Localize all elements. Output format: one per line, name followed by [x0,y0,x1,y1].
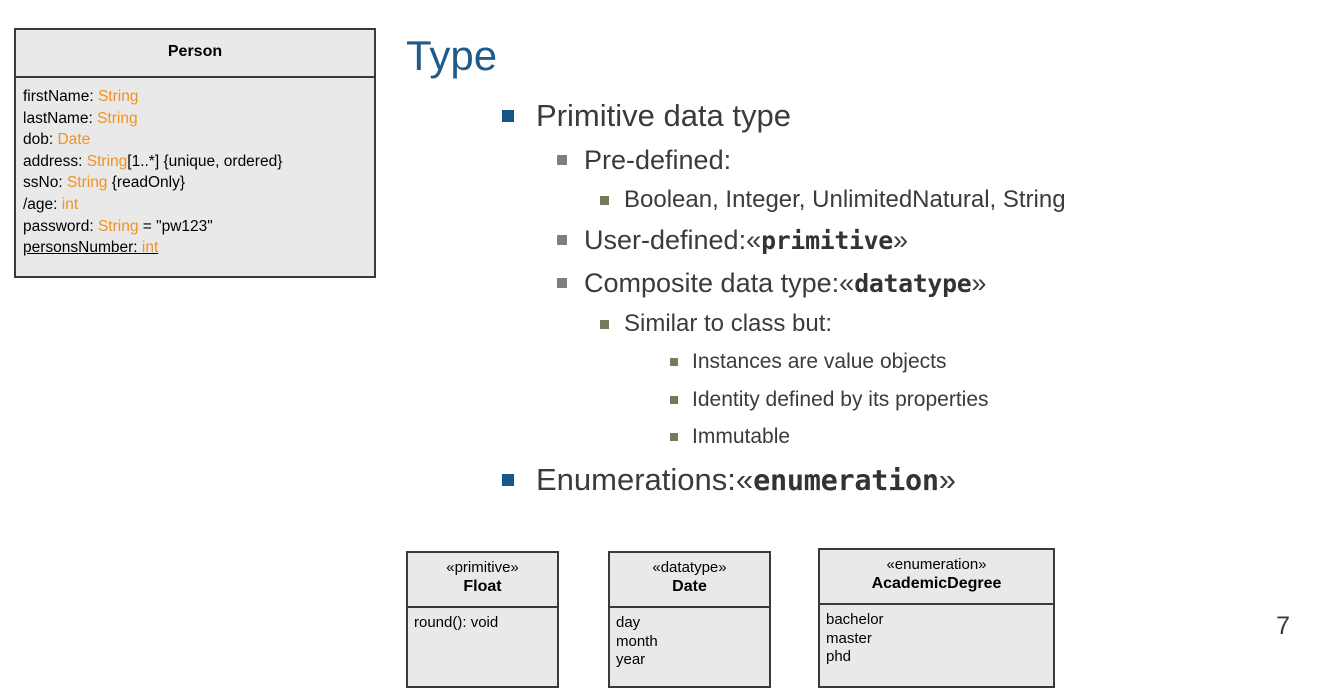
academicdegree-member: phd [826,648,852,665]
bullet-square-icon [670,358,678,366]
attribute-name: /age: [23,195,62,213]
person-attribute: address: String[1..*] {unique, ordered} [23,151,374,173]
bullet-item-level4: Immutable [400,418,1300,456]
attribute-name: address: [23,152,87,170]
attribute-name: ssNo: [23,174,67,192]
guillemet-open: « [746,225,762,255]
float-class-name: Float [463,578,502,595]
bullet-text: Instances are value objects [692,350,947,373]
attribute-modifier: = "pw123" [138,217,213,235]
bullet-square-icon [670,395,678,404]
academicdegree-class-name: AcademicDegree [871,575,1002,592]
guillemet-close: » [971,268,987,298]
guillemet-open: « [735,461,754,497]
bullet-text: Boolean, Integer, UnlimitedNatural, Stri… [624,186,1066,213]
bullet-item-level2: Pre-defined: [400,139,1300,181]
person-attribute: lastName: String [23,108,374,130]
attribute-type: String [97,109,138,127]
person-class-header: Person [16,30,374,78]
academicdegree-member: bachelor [826,611,884,628]
attribute-type: int [141,239,159,257]
guillemet-open: « [839,268,855,298]
attribute-name: firstName: [23,88,98,105]
stereotype-name: primitive [761,226,893,255]
stereotype-name: datatype [854,269,972,298]
float-class-box: «primitive» Float round(): void [406,551,559,688]
person-class-name: Person [167,43,223,60]
academicdegree-class-header: «enumeration» AcademicDegree [820,550,1053,605]
float-stereotype: «primitive» [446,559,519,576]
float-member: round(): void [414,614,499,631]
attribute-name: lastName: [23,109,98,127]
bullet-text: Enumerations: [536,461,736,497]
guillemet-close: » [892,225,908,255]
bullet-text: Immutable [692,425,791,448]
bullet-item-level3: Boolean, Integer, UnlimitedNatural, Stri… [400,181,1300,219]
date-member: year [616,651,646,668]
attribute-type: Date [57,131,91,149]
bullet-square-icon [502,473,514,486]
bullet-item-level3: Similar to class but: [400,305,1300,343]
person-attribute: /age: int [23,194,374,216]
bullet-text: Similar to class but: [624,310,833,337]
attribute-type: String [86,152,128,170]
bullet-square-icon [557,278,567,288]
attribute-type: String [66,174,108,192]
attribute-type: String [97,88,139,105]
person-attribute: ssNo: String {readOnly} [23,172,374,194]
academicdegree-stereotype: «enumeration» [886,556,987,573]
date-member: month [616,632,658,650]
bullet-item-level4: Identity defined by its properties [400,381,1300,419]
float-member-list: round(): void [408,608,557,633]
attribute-name: personsNumber: [23,239,142,257]
bullet-item-level2: User-defined: «primitive» [400,219,1300,262]
bullet-item-level1: Enumerations: «enumeration» [400,456,1300,504]
bullet-square-icon [557,235,567,245]
date-member: day [616,614,641,631]
person-attribute: password: String = "pw123" [23,216,374,238]
attribute-modifier: {readOnly} [107,174,185,192]
person-attribute: dob: Date [23,129,374,151]
attribute-name: dob: [23,131,58,149]
page-number: 7 [1276,612,1290,640]
bullet-item-level4: Instances are value objects [400,343,1300,381]
person-attribute: personsNumber: int [23,237,374,259]
bullet-text: Composite data type: [584,268,840,298]
attribute-modifier: [1..*] {unique, ordered} [127,152,283,170]
attribute-type: String [97,217,139,235]
attribute-type: int [61,195,79,213]
stereotype-name: enumeration [753,463,939,497]
academicdegree-member: master [826,629,872,647]
date-stereotype: «datatype» [652,559,727,576]
bullet-square-icon [557,155,567,165]
date-class-header: «datatype» Date [610,553,769,608]
float-class-header: «primitive» Float [408,553,557,608]
guillemet-close: » [938,461,956,497]
attribute-name: password: [23,217,98,235]
bullet-square-icon [670,433,678,441]
bullet-text: Identity defined by its properties [692,387,989,411]
bullet-item-level1: Primitive data type [400,92,1300,139]
slide-title: Type [406,32,498,79]
bullet-square-icon [600,196,609,205]
bullet-square-icon [600,320,609,329]
person-attribute: firstName: String [23,86,374,108]
date-class-name: Date [672,578,707,595]
bullet-item-level2: Composite data type: «datatype» [400,262,1300,305]
bullet-text: Primitive data type [536,98,791,133]
bullet-square-icon [502,110,514,122]
bullet-text: User-defined: [584,225,747,255]
bullet-text: Pre-defined: [584,145,732,175]
